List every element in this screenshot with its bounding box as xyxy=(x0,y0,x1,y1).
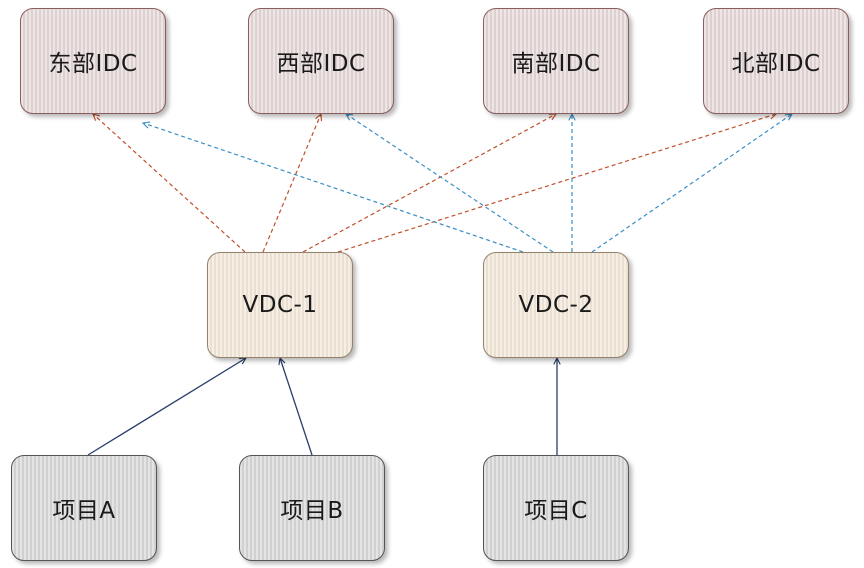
edge-vdc-1-to-idc-east xyxy=(93,114,246,253)
edge-project-a-to-vdc-1 xyxy=(87,358,246,456)
idc-east-label: 东部IDC xyxy=(48,51,138,77)
idc-east-node[interactable]: 东部IDC xyxy=(20,8,166,114)
vdc-2-label: VDC-2 xyxy=(518,292,594,318)
vdc-1-node[interactable]: VDC-1 xyxy=(207,252,353,358)
edge-vdc-1-to-idc-south xyxy=(302,114,556,253)
edge-vdc-2-to-idc-east xyxy=(143,123,524,253)
edge-project-b-to-vdc-1 xyxy=(280,358,313,456)
project-c-node[interactable]: 项目C xyxy=(483,455,629,561)
project-b-label: 项目B xyxy=(280,498,344,524)
idc-north-label: 北部IDC xyxy=(731,51,821,77)
idc-west-label: 西部IDC xyxy=(276,51,366,77)
project-a-label: 项目A xyxy=(52,498,116,524)
idc-south-label: 南部IDC xyxy=(511,51,601,77)
project-c-label: 项目C xyxy=(524,498,588,524)
vdc-1-label: VDC-1 xyxy=(242,292,318,318)
edge-vdc-1-to-idc-west xyxy=(262,114,321,253)
edge-vdc-2-to-idc-north xyxy=(591,114,792,253)
edge-vdc-2-to-idc-west xyxy=(346,114,554,253)
idc-south-node[interactable]: 南部IDC xyxy=(483,8,629,114)
idc-north-node[interactable]: 北部IDC xyxy=(703,8,849,114)
edge-vdc-1-to-idc-north xyxy=(337,114,776,253)
idc-west-node[interactable]: 西部IDC xyxy=(248,8,394,114)
vdc-2-node[interactable]: VDC-2 xyxy=(483,252,629,358)
project-a-node[interactable]: 项目A xyxy=(11,455,157,561)
project-b-node[interactable]: 项目B xyxy=(239,455,385,561)
